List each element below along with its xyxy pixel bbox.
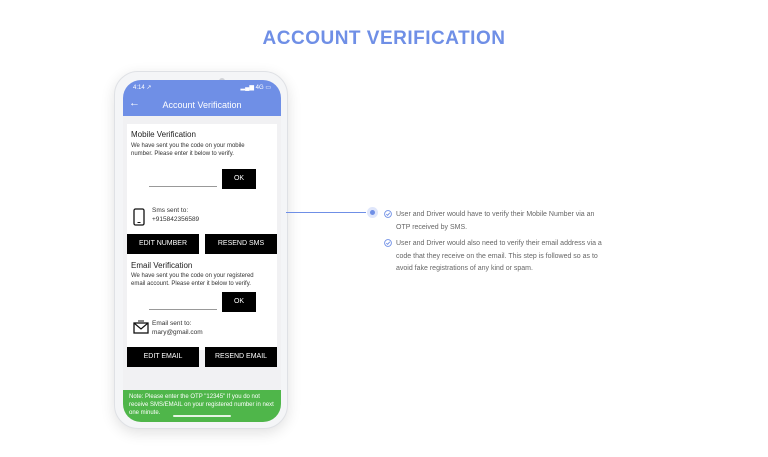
phone-icon [133,208,145,226]
edit-number-button[interactable]: EDIT NUMBER [127,234,199,254]
email-ok-button[interactable]: OK [222,292,256,312]
otp-note: Note: Please enter the OTP "12345" If yo… [123,390,281,422]
page-title: ACCOUNT VERIFICATION [262,28,506,49]
email-code-input[interactable] [149,309,217,310]
status-icons: ▂▄▆ 4G ▭ [240,85,272,91]
check-circle-icon [384,210,392,218]
resend-email-button[interactable]: RESEND EMAIL [205,347,277,367]
email-sent-label: Email sent to: [152,320,192,327]
bullet-email: User and Driver would also need to verif… [384,238,604,276]
bullet-mobile-text: User and Driver would have to verify the… [396,211,595,231]
connector-dot [367,207,378,218]
mobile-ok-button[interactable]: OK [222,169,256,189]
home-indicator [173,415,231,417]
email-icon [133,320,149,334]
resend-sms-button[interactable]: RESEND SMS [205,234,277,254]
bullet-mobile: User and Driver would have to verify the… [384,209,604,234]
email-verification-title: Email Verification [131,261,193,270]
sms-sent-number: +915842356589 [152,216,200,223]
app-bar: 4:14 ↗ ▂▄▆ 4G ▭ ← Account Verification [123,80,281,116]
connector-line [286,212,366,213]
connector-dot-inner [370,210,375,215]
status-time: 4:14 ↗ [133,85,152,91]
back-arrow-icon[interactable]: ← [129,97,140,109]
sms-sent-label: Sms sent to: [152,207,189,214]
bullet-email-text: User and Driver would also need to verif… [396,240,602,272]
mobile-code-input[interactable] [149,186,217,187]
mobile-verification-desc: We have sent you the code on your mobile… [131,143,245,157]
phone-mockup: 4:14 ↗ ▂▄▆ 4G ▭ ← Account Verification M… [114,71,288,429]
check-circle-icon [384,239,392,247]
email-sent-info: Email sent to: mary@gmail.com [152,319,203,337]
email-sent-address: mary@gmail.com [152,329,203,336]
sms-sent-info: Sms sent to: +915842356589 [152,206,199,224]
phone-screen: 4:14 ↗ ▂▄▆ 4G ▭ ← Account Verification M… [123,80,281,422]
edit-email-button[interactable]: EDIT EMAIL [127,347,199,367]
email-verification-desc: We have sent you the code on your regist… [131,273,254,287]
mobile-verification-title: Mobile Verification [131,130,196,139]
verification-card: Mobile Verification We have sent you the… [127,124,277,367]
appbar-title: Account Verification [162,100,242,110]
